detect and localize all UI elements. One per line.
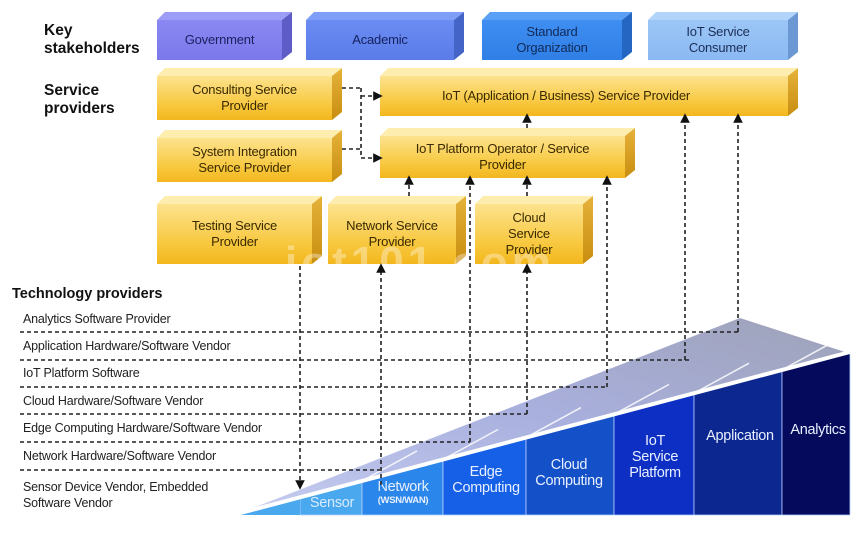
layer-label-edge-computing: Edge Computing	[452, 464, 520, 496]
provider-label: Network Service Provider	[346, 218, 438, 249]
layer-label-iot-service-platform: IoT Service Platform	[629, 433, 681, 481]
top-face-divider	[525, 406, 582, 439]
provider-cloud: Cloud Service Provider	[475, 196, 593, 264]
layer-label-sensor: Sensor	[309, 495, 355, 511]
service-providers-label: Service providers	[44, 82, 115, 117]
stakeholder-label: Standard Organization	[516, 24, 588, 55]
layer-label-network-sub: (WSN/WAN)	[377, 495, 429, 506]
top-face-divider	[361, 450, 418, 482]
provider-label: System Integration Service Provider	[192, 144, 297, 175]
provider-label: Cloud Service Provider	[505, 210, 553, 257]
stakeholder-academic: Academic	[306, 12, 464, 60]
watermark: iot101.com	[285, 238, 555, 287]
tech-provider-iot-platform-software: IoT Platform Software	[23, 366, 140, 380]
provider-label: Consulting Service Provider	[192, 82, 297, 113]
stack-top-face	[235, 318, 845, 515]
provider-testing: Testing Service Provider	[157, 196, 322, 264]
layer-label-analytics: Analytics	[790, 422, 846, 438]
provider-iot-application-business: IoT (Application / Business) Service Pro…	[380, 68, 798, 116]
provider-network: Network Service Provider	[328, 196, 466, 264]
stakeholder-label: IoT Service Consumer	[686, 24, 750, 55]
layer-label-network-main: Network	[377, 479, 429, 495]
stakeholder-standard-organization: Standard Organization	[482, 12, 632, 60]
provider-label: IoT Platform Operator / Service Provider	[415, 141, 590, 172]
stakeholder-label: Government	[184, 32, 255, 47]
stack-edge-line	[232, 350, 851, 517]
stakeholder-government: Government	[157, 12, 292, 60]
tech-provider-analytics-software: Analytics Software Provider	[23, 312, 171, 326]
provider-label: IoT (Application / Business) Service Pro…	[442, 88, 690, 103]
tech-provider-application-hw-sw: Application Hardware/Software Vendor	[23, 339, 231, 353]
layer-label-network: Network (WSN/WAN)	[362, 479, 444, 506]
tech-provider-cloud-hw-sw: Cloud Hardware/Software Vendor	[23, 394, 204, 408]
provider-label: Testing Service Provider	[191, 218, 278, 249]
stakeholder-iot-service-consumer: IoT Service Consumer	[648, 12, 798, 60]
stakeholder-label: Academic	[352, 32, 408, 47]
provider-iot-platform-operator: IoT Platform Operator / Service Provider	[380, 128, 635, 178]
top-face-divider	[613, 383, 670, 416]
tech-provider-sensor-embedded: Sensor Device Vendor, Embedded Software …	[23, 480, 209, 510]
key-stakeholders-label: Key stakeholders	[44, 22, 140, 57]
tech-provider-network-hw-sw: Network Hardware/Software Vendor	[23, 449, 216, 463]
technology-providers-label: Technology providers	[12, 286, 163, 302]
provider-system-integration: System Integration Service Provider	[157, 130, 342, 182]
top-face-divider	[693, 362, 750, 394]
top-face-divider	[442, 428, 499, 461]
tech-provider-edge-computing-hw-sw: Edge Computing Hardware/Software Vendor	[23, 421, 262, 435]
layer-label-cloud-computing: Cloud Computing	[535, 457, 603, 489]
provider-consulting: Consulting Service Provider	[157, 68, 342, 120]
top-face-divider	[781, 339, 838, 371]
layer-label-application: Application	[706, 428, 774, 444]
